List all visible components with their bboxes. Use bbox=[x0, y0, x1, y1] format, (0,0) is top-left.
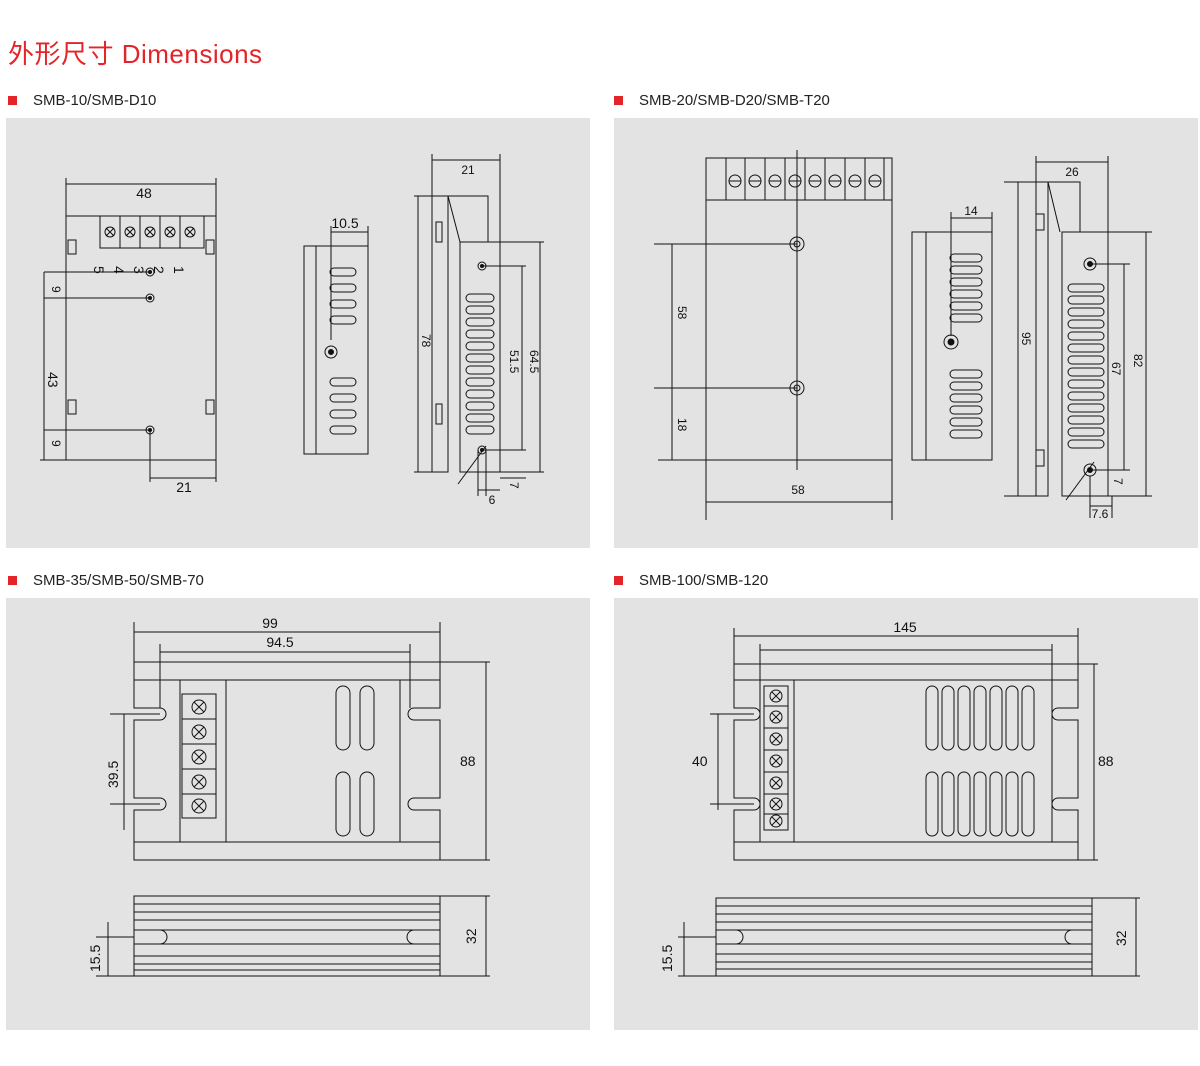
dim-label: 6 bbox=[489, 493, 496, 507]
dim-label: 32 bbox=[1113, 930, 1129, 946]
diagram-panel-smb100 bbox=[614, 598, 1198, 1030]
dim-label: 67 bbox=[1109, 362, 1123, 376]
smb20-side-view-b bbox=[1004, 156, 1152, 518]
diagram-panel-smb35 bbox=[6, 598, 590, 1030]
dim-label: 51.5 bbox=[507, 350, 521, 374]
dim-label: 15.5 bbox=[659, 945, 675, 972]
red-square-bullet-icon bbox=[8, 96, 17, 105]
dim-label: 18 bbox=[675, 418, 689, 432]
dim-label: 88 bbox=[460, 753, 476, 769]
dim-label: 9 bbox=[49, 286, 63, 293]
terminal-screw-icon bbox=[104, 226, 196, 238]
dim-label: 99 bbox=[262, 615, 278, 631]
smb35-top-view bbox=[110, 622, 490, 861]
section-label: SMB-35/SMB-50/SMB-70 bbox=[33, 572, 204, 589]
dim-label: 32 bbox=[463, 928, 479, 944]
section-label: SMB-20/SMB-D20/SMB-T20 bbox=[639, 92, 830, 109]
dim-label: 95 bbox=[1019, 332, 1033, 346]
dim-label: 88 bbox=[1098, 753, 1114, 769]
smb20-side-view-a bbox=[911, 212, 993, 461]
terminal-number: 5 bbox=[91, 266, 107, 274]
dim-label: 7 bbox=[507, 482, 521, 489]
smb10-side-view-b bbox=[414, 154, 544, 496]
section-heading-1: SMB-10/SMB-D10 bbox=[8, 92, 156, 109]
terminal-number: 2 bbox=[151, 266, 167, 274]
dim-label: 48 bbox=[136, 185, 152, 201]
dim-label: 58 bbox=[791, 483, 805, 497]
dim-label: 10.5 bbox=[331, 215, 358, 231]
smb10-side-view-a bbox=[303, 226, 369, 455]
section-heading-2: SMB-20/SMB-D20/SMB-T20 bbox=[614, 92, 830, 109]
dim-label: 14 bbox=[964, 204, 978, 218]
dim-label: 7.6 bbox=[1092, 507, 1109, 521]
dim-label: 7 bbox=[1111, 478, 1125, 485]
red-square-bullet-icon bbox=[614, 96, 623, 105]
page-title: 外形尺寸 Dimensions bbox=[8, 39, 263, 69]
diagram-panel-smb10 bbox=[6, 118, 590, 548]
smb20-front-view bbox=[654, 150, 893, 520]
section-heading-4: SMB-100/SMB-120 bbox=[614, 572, 768, 589]
vent-slots bbox=[465, 293, 495, 435]
diagram-panel-smb20 bbox=[614, 118, 1198, 548]
terminal-number: 3 bbox=[131, 266, 147, 274]
dim-label: 78 bbox=[419, 334, 433, 348]
section-label: SMB-100/SMB-120 bbox=[639, 572, 769, 589]
vent-slots bbox=[925, 685, 1035, 837]
smb100-side-view bbox=[678, 897, 1140, 977]
red-square-bullet-icon bbox=[614, 576, 623, 585]
dim-label: 82 bbox=[1131, 354, 1145, 368]
dim-label: 58 bbox=[675, 306, 689, 320]
dim-label: 15.5 bbox=[87, 945, 103, 972]
red-square-bullet-icon bbox=[8, 576, 17, 585]
dim-label: 94.5 bbox=[266, 634, 293, 650]
terminal-number: 1 bbox=[171, 266, 187, 274]
terminal-screw-icon bbox=[191, 699, 207, 814]
dim-label: 40 bbox=[692, 753, 708, 769]
terminal-screw-icon bbox=[769, 689, 783, 828]
dim-label: 9 bbox=[49, 440, 63, 447]
smb35-side-view bbox=[96, 895, 490, 977]
dim-label: 21 bbox=[461, 163, 475, 177]
terminal-number: 4 bbox=[111, 266, 127, 274]
section-label: SMB-10/SMB-D10 bbox=[33, 92, 157, 109]
dim-label: 145 bbox=[893, 619, 917, 635]
smb10-front-view bbox=[40, 178, 217, 482]
vent-slots bbox=[1067, 283, 1105, 449]
dim-label: 64.5 bbox=[527, 350, 541, 374]
dim-label: 26 bbox=[1065, 165, 1079, 179]
terminal-screw-icon bbox=[728, 174, 882, 188]
smb100-top-view bbox=[710, 628, 1098, 861]
dim-label: 43 bbox=[45, 372, 61, 388]
dim-label: 21 bbox=[176, 479, 192, 495]
dim-label: 39.5 bbox=[105, 761, 121, 788]
section-heading-3: SMB-35/SMB-50/SMB-70 bbox=[8, 572, 204, 589]
